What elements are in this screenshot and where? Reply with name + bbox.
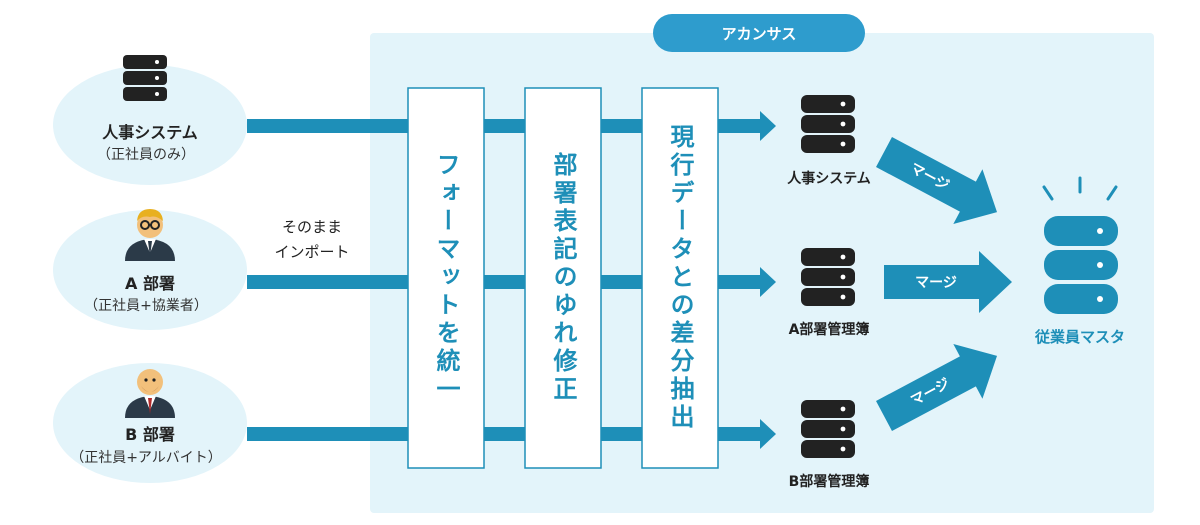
- merge-arrow-top: マージ: [876, 136, 998, 224]
- acanthus-pill: [653, 14, 865, 52]
- source-subtitle: （正社員+アルバイト）: [70, 450, 222, 466]
- output-label: B部署管理簿: [789, 473, 870, 490]
- database-icon: [801, 400, 855, 458]
- arrow-head-icon: [760, 267, 776, 297]
- database-icon: [801, 248, 855, 306]
- source-dept-a: A 部署 （正社員+協業者）: [53, 209, 247, 330]
- step-label: フォーマットを統一: [432, 152, 460, 404]
- step-label: 現行データとの差分抽出: [666, 124, 695, 432]
- output-label: 人事システム: [787, 170, 871, 187]
- output-hr-system: 人事システム: [787, 95, 871, 187]
- flow-band-hr: [247, 119, 765, 133]
- source-dept-b: B 部署 （正社員+アルバイト）: [53, 363, 247, 483]
- output-dept-a: A部署管理簿: [789, 248, 870, 338]
- flow-band-dept-b: [247, 427, 765, 441]
- output-dept-b: B部署管理簿: [789, 400, 870, 490]
- target-label: 従業員マスタ: [1034, 328, 1125, 346]
- source-hr-system: 人事システム （正社員のみ）: [53, 55, 247, 185]
- step-format-unify: フォーマットを統一: [407, 87, 485, 469]
- merge-arrow-middle: マージ: [884, 251, 1012, 313]
- source-subtitle: （正社員+協業者）: [84, 298, 208, 314]
- sparkle-icon: [1042, 176, 1118, 201]
- step-dept-fix: 部署表記のゆれ修正: [524, 87, 602, 469]
- output-label: A部署管理簿: [789, 321, 870, 338]
- acanthus-label: アカンサス: [722, 25, 797, 43]
- database-icon: [801, 95, 855, 153]
- arrow-head-icon: [760, 111, 776, 141]
- database-icon: [1044, 216, 1118, 314]
- import-note-line2: インポート: [274, 243, 349, 261]
- source-title: A 部署: [125, 274, 175, 293]
- source-subtitle: （正社員のみ）: [97, 147, 195, 163]
- target-employee-master: 従業員マスタ: [1034, 176, 1125, 346]
- step-label: 部署表記のゆれ修正: [549, 151, 578, 404]
- arrow-head-icon: [760, 419, 776, 449]
- source-title: 人事システム: [102, 123, 198, 142]
- import-note-line1: そのまま: [282, 218, 342, 236]
- source-title: B 部署: [125, 425, 175, 444]
- person-icon: [125, 369, 175, 418]
- step-diff-extract: 現行データとの差分抽出: [641, 87, 719, 469]
- merge-label: マージ: [915, 275, 957, 291]
- flow-band-dept-a: [247, 275, 765, 289]
- database-icon: [123, 55, 167, 101]
- person-icon: [125, 209, 175, 261]
